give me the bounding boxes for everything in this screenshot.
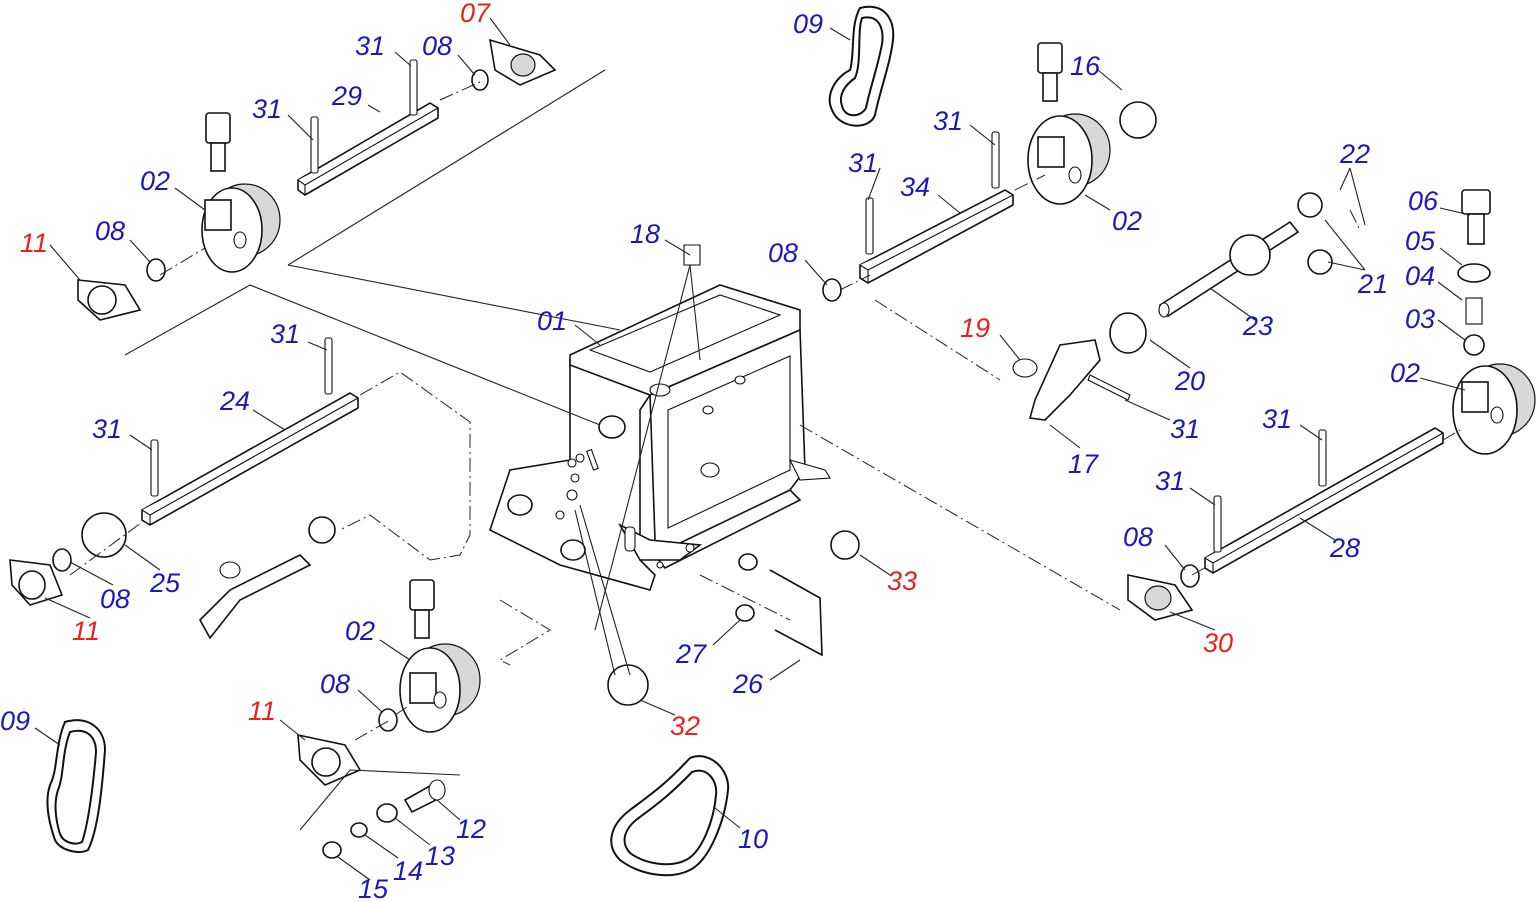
label-23: 23 bbox=[1242, 311, 1273, 341]
label-20: 20 bbox=[1174, 366, 1205, 396]
label-11: 11 bbox=[20, 228, 48, 258]
leader-lines bbox=[34, 17, 1471, 881]
label-19: 19 bbox=[960, 313, 990, 343]
label-15: 15 bbox=[358, 874, 389, 902]
label-11: 11 bbox=[248, 696, 276, 726]
label-30: 30 bbox=[1203, 628, 1233, 658]
belt-09-lower bbox=[46, 719, 107, 853]
label-31: 31 bbox=[933, 106, 963, 136]
label-08: 08 bbox=[320, 669, 350, 699]
label-31: 31 bbox=[270, 319, 300, 349]
square-bar-34 bbox=[859, 189, 1014, 284]
label-08: 08 bbox=[1123, 522, 1153, 552]
label-11: 11 bbox=[72, 616, 100, 646]
label-03: 03 bbox=[1405, 304, 1435, 334]
label-13: 13 bbox=[425, 841, 455, 871]
square-bar-28 bbox=[1204, 427, 1444, 574]
label-01: 01 bbox=[537, 306, 567, 336]
label-02: 02 bbox=[345, 616, 375, 646]
label-31: 31 bbox=[355, 31, 385, 61]
pins-31 bbox=[150, 59, 1327, 553]
flange-bearing-07 bbox=[488, 38, 557, 86]
square-bar-24 bbox=[141, 392, 359, 526]
label-27: 27 bbox=[675, 639, 707, 669]
label-12: 12 bbox=[456, 814, 486, 844]
label-32: 32 bbox=[670, 711, 700, 741]
shaft-23 bbox=[1158, 220, 1300, 318]
label-24: 24 bbox=[219, 386, 250, 416]
label-33: 33 bbox=[887, 566, 917, 596]
label-14: 14 bbox=[393, 856, 423, 886]
flange-bearing-11-left bbox=[9, 559, 64, 606]
label-31: 31 bbox=[252, 94, 282, 124]
label-08: 08 bbox=[768, 238, 798, 268]
label-21: 21 bbox=[1357, 269, 1388, 299]
label-26: 26 bbox=[732, 669, 764, 699]
sprocket-cone-upper-left bbox=[201, 112, 281, 273]
label-34: 34 bbox=[900, 172, 930, 202]
label-06: 06 bbox=[1408, 186, 1439, 216]
label-02: 02 bbox=[140, 166, 170, 196]
label-08: 08 bbox=[100, 584, 130, 614]
label-31: 31 bbox=[1262, 404, 1292, 434]
flange-bearing-11-lower bbox=[297, 733, 362, 786]
misc-parts bbox=[199, 189, 1491, 859]
belt-10 bbox=[610, 755, 730, 877]
label-09: 09 bbox=[793, 9, 823, 39]
small-sprockets bbox=[81, 101, 1333, 706]
label-08: 08 bbox=[422, 31, 452, 61]
sprocket-cone-upper-right bbox=[1027, 42, 1111, 205]
label-07: 07 bbox=[460, 0, 491, 28]
sprocket-cone-right bbox=[1452, 363, 1536, 455]
label-25: 25 bbox=[149, 568, 181, 598]
label-02: 02 bbox=[1112, 206, 1142, 236]
part-labels: 07 31 08 31 29 02 11 08 09 31 16 31 34 0… bbox=[0, 0, 1439, 902]
alignment-lines bbox=[69, 81, 1461, 741]
label-31: 31 bbox=[848, 148, 878, 178]
label-10: 10 bbox=[738, 824, 768, 854]
frame-housing bbox=[489, 284, 831, 591]
square-bar-29 bbox=[297, 102, 439, 196]
label-18: 18 bbox=[630, 219, 660, 249]
label-09: 09 bbox=[0, 706, 30, 736]
label-16: 16 bbox=[1070, 51, 1101, 81]
label-08: 08 bbox=[95, 216, 125, 246]
label-28: 28 bbox=[1329, 533, 1360, 563]
label-29: 29 bbox=[331, 81, 362, 111]
flange-bearing-30 bbox=[1127, 574, 1194, 621]
label-22: 22 bbox=[1339, 139, 1370, 169]
label-05: 05 bbox=[1405, 226, 1436, 256]
collars-08 bbox=[52, 69, 1200, 732]
label-04: 04 bbox=[1405, 261, 1435, 291]
label-31: 31 bbox=[1155, 466, 1185, 496]
flange-bearing-11-upper bbox=[77, 279, 142, 321]
label-31: 31 bbox=[92, 414, 122, 444]
sprocket-cone-lower bbox=[399, 579, 481, 733]
label-31: 31 bbox=[1170, 414, 1200, 444]
label-02: 02 bbox=[1390, 358, 1420, 388]
belt-09-upper bbox=[828, 5, 895, 127]
label-17: 17 bbox=[1068, 449, 1099, 479]
